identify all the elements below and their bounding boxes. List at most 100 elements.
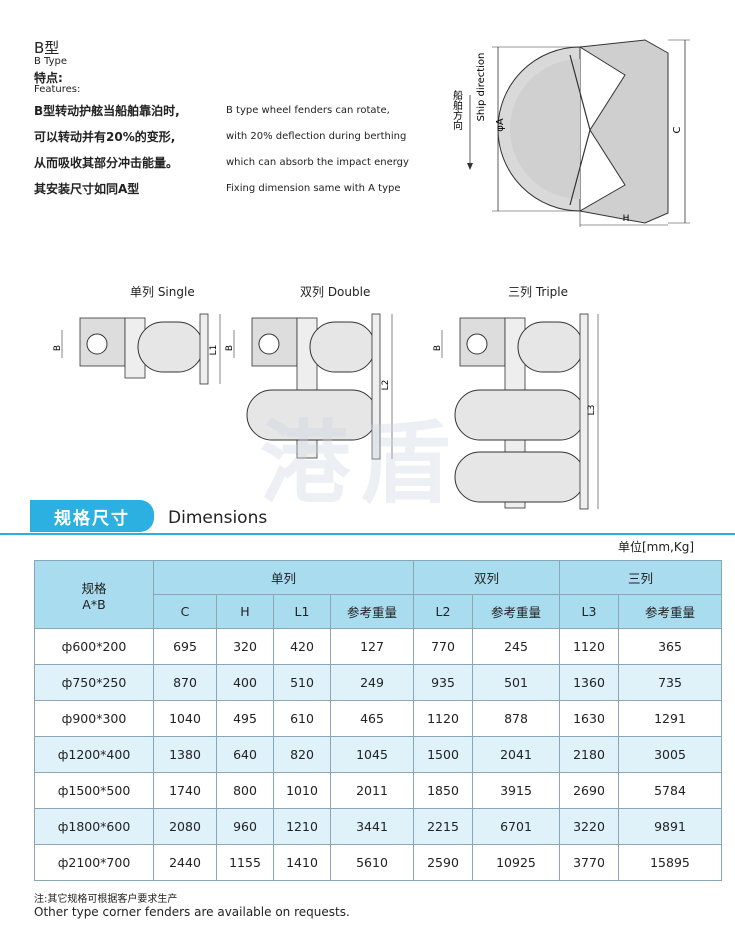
ship-direction-en-label: Ship direction xyxy=(476,53,487,122)
value-cell: 1010 xyxy=(273,772,331,809)
feature-en-line: B type wheel fenders can rotate, xyxy=(226,105,390,116)
dimension-h-label: H xyxy=(623,214,630,224)
dimension-phi-a-label: φA xyxy=(495,118,506,132)
value-cell: 820 xyxy=(273,736,331,773)
dimension-b-label: B xyxy=(433,345,443,351)
features-en-label: Features: xyxy=(34,84,81,95)
value-cell: 1040 xyxy=(153,700,217,737)
dimensions-badge: 规格尺寸 xyxy=(30,500,154,532)
column-header: C xyxy=(153,594,217,629)
value-cell: 320 xyxy=(216,628,274,665)
section-rule xyxy=(0,533,735,535)
spec-cell: ф1500*500 xyxy=(34,772,154,809)
value-cell: 2180 xyxy=(559,736,619,773)
value-cell: 1410 xyxy=(273,844,331,881)
dimension-l2-label: L2 xyxy=(381,380,391,391)
value-cell: 1500 xyxy=(413,736,473,773)
value-cell: 365 xyxy=(618,628,722,665)
value-cell: 770 xyxy=(413,628,473,665)
value-cell: 1155 xyxy=(216,844,274,881)
feature-cn-line: 可以转动并有20%的变形, xyxy=(34,130,176,144)
value-cell: 2215 xyxy=(413,808,473,845)
note-en: Other type corner fenders are available … xyxy=(34,905,350,919)
feature-en-line: with 20% deflection during berthing xyxy=(226,131,407,142)
value-cell: 2080 xyxy=(153,808,217,845)
value-cell: 2440 xyxy=(153,844,217,881)
value-cell: 1630 xyxy=(559,700,619,737)
double-layout-drawing: B L2 xyxy=(225,313,393,460)
column-header: 参考重量 xyxy=(330,594,414,629)
features-en-block: B type wheel fenders can rotate, with 20… xyxy=(226,98,409,202)
value-cell: 1380 xyxy=(153,736,217,773)
dimension-c-label: C xyxy=(672,126,683,133)
dimension-l1-label: L1 xyxy=(209,345,219,356)
value-cell: 640 xyxy=(216,736,274,773)
value-cell: 1120 xyxy=(413,700,473,737)
triple-layout-drawing: B L3 xyxy=(433,313,599,510)
value-cell: 3770 xyxy=(559,844,619,881)
value-cell: 870 xyxy=(153,664,217,701)
features-cn-block: B型转动护舷当船舶靠泊时, 可以转动并有20%的变形, 从而吸收其部分冲击能量。… xyxy=(34,98,180,202)
feature-en-line: Fixing dimension same with A type xyxy=(226,183,401,194)
group-header: 单列 xyxy=(153,560,414,595)
value-cell: 3441 xyxy=(330,808,414,845)
value-cell: 5610 xyxy=(330,844,414,881)
value-cell: 510 xyxy=(273,664,331,701)
spec-cell: ф750*250 xyxy=(34,664,154,701)
value-cell: 15895 xyxy=(618,844,722,881)
value-cell: 420 xyxy=(273,628,331,665)
dimension-b-label: B xyxy=(53,345,63,351)
spec-cell: ф1800*600 xyxy=(34,808,154,845)
column-header: L1 xyxy=(273,594,331,629)
value-cell: 1360 xyxy=(559,664,619,701)
value-cell: 501 xyxy=(472,664,560,701)
value-cell: 3220 xyxy=(559,808,619,845)
feature-cn-line: 从而吸收其部分冲击能量。 xyxy=(34,156,179,170)
column-header: 参考重量 xyxy=(472,594,560,629)
value-cell: 9891 xyxy=(618,808,722,845)
value-cell: 1045 xyxy=(330,736,414,773)
value-cell: 1210 xyxy=(273,808,331,845)
value-cell: 1120 xyxy=(559,628,619,665)
value-cell: 127 xyxy=(330,628,414,665)
double-layout-caption: 双列 Double xyxy=(300,285,371,299)
product-subtitle: B Type xyxy=(34,56,68,67)
dimension-l3-label: L3 xyxy=(587,405,597,416)
value-cell: 10925 xyxy=(472,844,560,881)
column-header: L2 xyxy=(413,594,473,629)
group-header: 双列 xyxy=(413,560,560,595)
watermark-logo: 港盾 xyxy=(260,411,460,516)
value-cell: 2590 xyxy=(413,844,473,881)
feature-cn-line: B型转动护舷当船舶靠泊时, xyxy=(34,104,180,118)
spec-cell: ф600*200 xyxy=(34,628,154,665)
column-header: 参考重量 xyxy=(618,594,722,629)
group-header: 三列 xyxy=(559,560,722,595)
unit-label: 单位[mm,Kg] xyxy=(618,540,695,554)
dimensions-title: Dimensions xyxy=(168,508,268,528)
value-cell: 495 xyxy=(216,700,274,737)
value-cell: 960 xyxy=(216,808,274,845)
wheel-fender-side-drawing: 船舶方向 Ship direction φA C H xyxy=(451,39,690,227)
dimensions-table: 规格 A*B 单列 双列 三列 C H L1 参考重量 L2 参考重量 L3 参… xyxy=(34,560,722,881)
dimension-b-label: B xyxy=(225,345,235,351)
value-cell: 400 xyxy=(216,664,274,701)
spec-cell: ф2100*700 xyxy=(34,844,154,881)
value-cell: 1740 xyxy=(153,772,217,809)
value-cell: 935 xyxy=(413,664,473,701)
value-cell: 465 xyxy=(330,700,414,737)
value-cell: 2041 xyxy=(472,736,560,773)
value-cell: 1291 xyxy=(618,700,722,737)
feature-en-line: which can absorb the impact energy xyxy=(226,157,409,168)
value-cell: 5784 xyxy=(618,772,722,809)
spec-cell: ф900*300 xyxy=(34,700,154,737)
spec-subheader: A*B xyxy=(82,596,106,612)
column-header: L3 xyxy=(559,594,619,629)
triple-layout-caption: 三列 Triple xyxy=(508,285,568,299)
spec-header-cell: 规格 A*B xyxy=(34,560,154,629)
